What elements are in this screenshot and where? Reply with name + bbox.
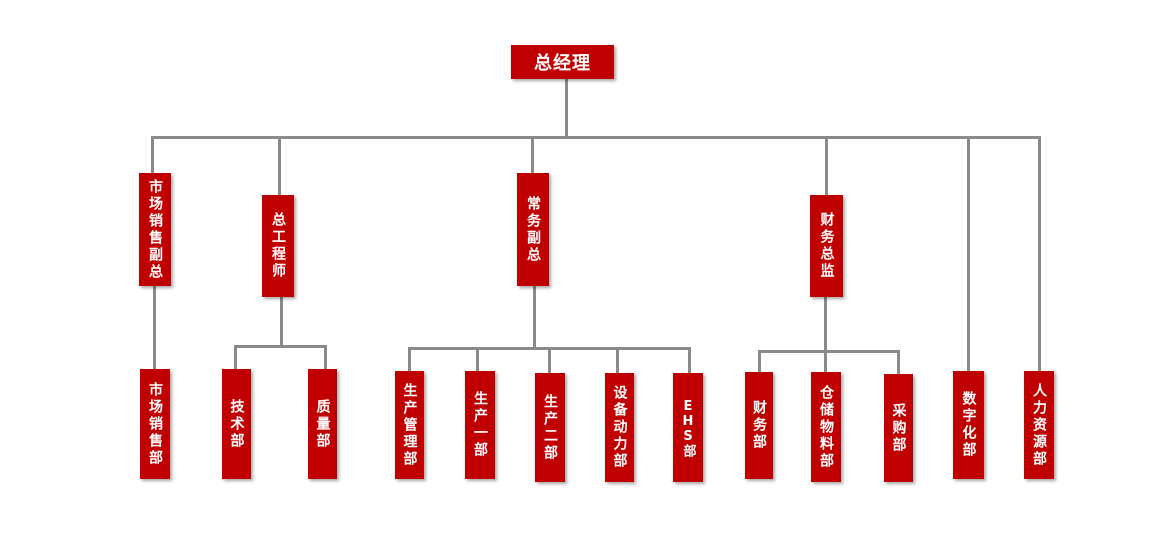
- connector-to-tech-dept: [234, 345, 237, 369]
- node-tech-dept: 技术部: [222, 369, 251, 479]
- node-vp-sales: 市场销售副总: [139, 173, 171, 286]
- connector-to-executive-vp: [531, 138, 534, 173]
- node-quality-dept: 质量部: [308, 369, 337, 479]
- node-purchasing: 采购部: [884, 374, 913, 482]
- node-prod-1: 生产一部: [465, 371, 495, 479]
- connector-to-hr: [1038, 138, 1041, 371]
- connector-to-prod-2: [548, 347, 551, 373]
- connector-ceo-down: [565, 79, 568, 137]
- connector-cfo-down: [824, 297, 827, 351]
- connector-chief-engineer-bus: [234, 345, 327, 348]
- node-executive-vp: 常务副总: [517, 173, 549, 286]
- node-finance-dept: 财务部: [745, 372, 773, 479]
- connector-to-warehouse: [824, 350, 827, 372]
- node-hr: 人力资源部: [1024, 371, 1054, 479]
- connector-to-finance-dept: [758, 350, 761, 372]
- connector-to-quality-dept: [324, 345, 327, 369]
- connector-to-prod-1: [476, 347, 479, 371]
- node-prod-mgmt: 生产管理部: [395, 371, 424, 479]
- connector-main-bus: [151, 136, 1041, 139]
- connector-to-equipment-power: [616, 347, 619, 373]
- node-prod-2: 生产二部: [535, 373, 565, 482]
- connector-to-ehs: [688, 347, 691, 373]
- node-equipment-power: 设备动力部: [605, 373, 634, 482]
- connector-executive-vp-down: [533, 286, 536, 348]
- connector-to-vp-sales: [151, 138, 154, 174]
- connector-cfo-bus: [758, 350, 900, 353]
- connector-to-prod-mgmt: [408, 347, 411, 371]
- node-cfo: 财务总监: [810, 195, 843, 297]
- connector-to-digitalization: [967, 138, 970, 371]
- connector-to-chief-engineer: [278, 138, 281, 196]
- node-sales-dept: 市场销售部: [140, 369, 170, 479]
- node-chief-engineer: 总工程师: [262, 195, 294, 297]
- connector-to-cfo: [825, 138, 828, 196]
- node-digitalization: 数字化部: [953, 371, 984, 479]
- node-ehs: EHS部: [673, 373, 703, 482]
- connector-to-purchasing: [897, 350, 900, 374]
- connector-chief-engineer-down: [280, 297, 283, 345]
- connector-vp-sales-to-sales-dept: [153, 285, 156, 369]
- node-warehouse: 仓储物料部: [811, 372, 841, 482]
- node-ceo: 总经理: [511, 45, 614, 79]
